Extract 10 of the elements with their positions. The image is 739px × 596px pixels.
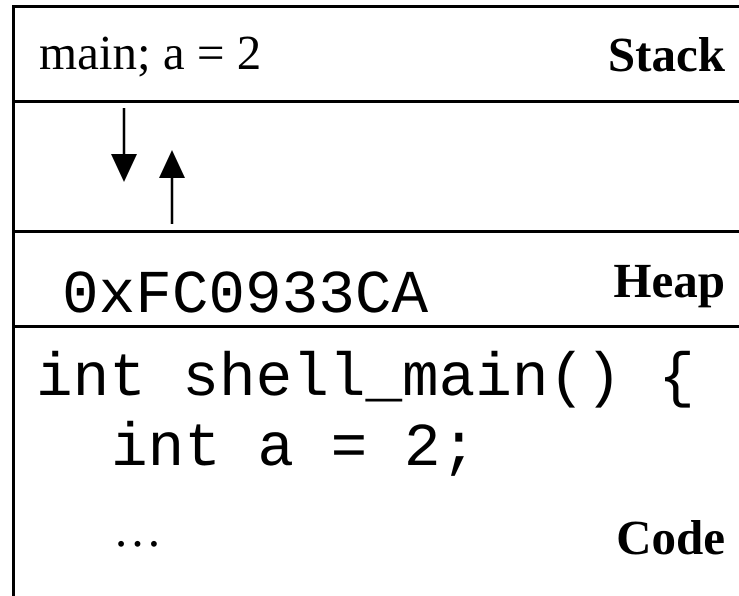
- code-line: …: [113, 505, 162, 554]
- address-text: 0xFC0933CA: [62, 266, 428, 327]
- region-label: Stack: [608, 30, 725, 79]
- region-label: Code: [616, 513, 725, 562]
- heap-region: [12, 230, 739, 328]
- code-line: int shell_main() {: [36, 349, 695, 410]
- code-line: int a = 2;: [111, 419, 478, 480]
- stack-region: [12, 5, 739, 103]
- region-label: Heap: [613, 256, 725, 305]
- stack-frame-text: main; a = 2: [39, 28, 262, 77]
